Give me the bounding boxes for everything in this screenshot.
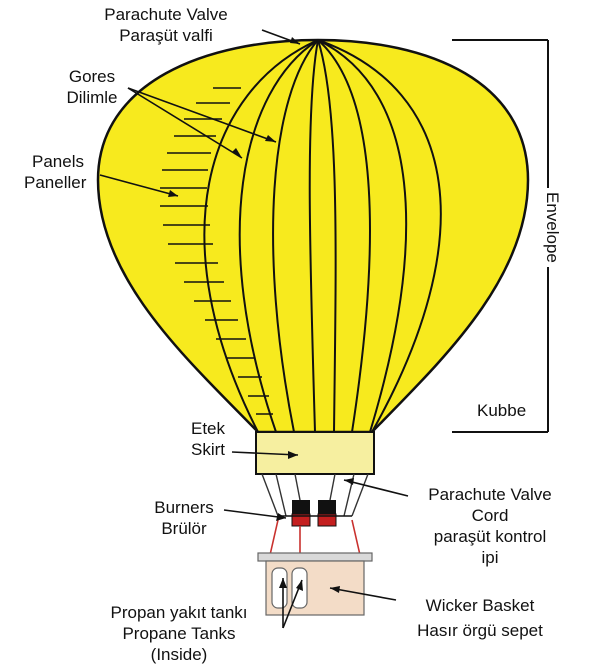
propane-tanks-label: Propan yakıt tankı Propane Tanks (Inside… — [110, 603, 248, 664]
panel-lines — [160, 87, 273, 415]
kubbe-label: Kubbe — [477, 401, 527, 420]
pointer-arrowheads — [168, 37, 354, 593]
wicker-basket-label: Wicker Basket Hasır örgü sepet — [417, 596, 543, 640]
parachute-valve-label: Parachute Valve Paraşüt valfi — [104, 5, 228, 45]
basket-rim — [257, 552, 373, 562]
skirt — [255, 431, 375, 475]
gores-label: Gores Dilimle — [66, 67, 118, 107]
skirt-label: Etek Skirt — [190, 419, 226, 459]
panels-label: Panels Paneller — [24, 152, 87, 192]
envelope-label: Envelope — [542, 188, 562, 267]
parachute-valve-cord-label: Parachute Valve Cord paraşüt kontrol ipi — [428, 485, 552, 567]
burners — [278, 500, 352, 527]
gore-seams — [203, 40, 442, 432]
valve-cord-lines — [269, 519, 361, 556]
burners-label: Burners Brülör — [154, 498, 214, 538]
